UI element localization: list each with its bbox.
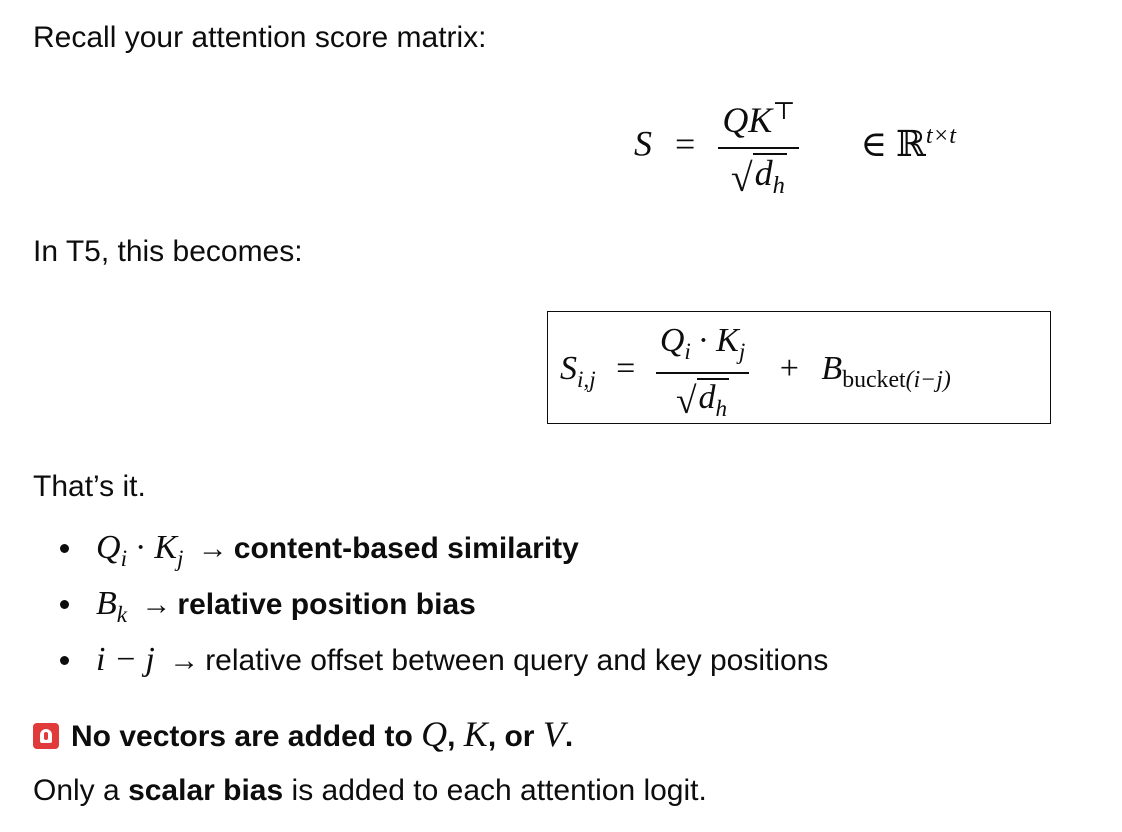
eq2-b: B [821,350,843,388]
eq1-in: ∈ [860,123,887,164]
bullet-math-a: Q [96,529,121,566]
t5-score-equation: Si,j = Qi·Kj √dh + Bbucket(i−j) [560,322,951,421]
eq2-lhs-sub: i,j [577,367,596,394]
eq2-lhs-text: S [560,350,577,388]
eq2-numerator: Qi·Kj [656,322,749,372]
eq1-den-radicand: dh [752,153,787,200]
bullet-math-a: B [96,585,117,622]
alert-comma-2: , or [487,720,535,753]
bullet-icon [60,600,69,609]
arrow-icon: → [141,588,172,621]
eq2-lhs: Si,j [560,350,596,393]
eq2-denominator: √dh [675,374,730,423]
eq1-space: ℝt×t [896,121,957,164]
eq1-fraction-bar [718,147,800,149]
eq2-dot: · [697,322,710,359]
arrow-icon: → [169,644,200,677]
eq2-q: Q [659,322,685,359]
eq2-fraction-bar [655,371,750,374]
eq2-b-sub-text: bucket [842,367,906,394]
list-item: Qi ·Kj →content-based similarity [60,530,828,586]
eq2-fraction: Qi·Kj √dh [655,322,750,423]
list-item: Bk →relative position bias [60,586,828,642]
eq2-q-sub: i [684,338,691,365]
alert-text: No vectors are added to [71,720,413,753]
bullet-icon [60,656,69,665]
t5-intro-text: In T5, this becomes: [33,235,303,268]
t5-equation-box [547,311,1051,424]
sqrt-icon: √ [730,156,753,201]
eq2-b-sub-math: (i−j) [905,367,951,394]
alert-comma-1: , [447,720,456,753]
eq2-plus: + [779,350,799,388]
alert-v: V [542,714,565,754]
bullet-math-a-sub: k [116,601,128,628]
alert-k: K [463,714,488,754]
eq1-den-sub: h [772,172,785,200]
eq1-space-sup: t×t [925,121,957,149]
eq1-denominator: √dh [731,149,787,199]
eq2-equals: = [616,350,636,388]
eq2-den-sub: h [715,395,728,422]
closing-pre: Only a [33,774,120,807]
eq2-bias: Bbucket(i−j) [821,350,950,393]
eq2-den-radicand: dh [696,377,730,422]
bullet-list: Qi·Kj →content-based similarity Bk →rela… [60,530,828,698]
bullet-text: relative position bias [177,588,476,621]
thats-it-text: That’s it. [33,470,146,503]
eq1-den-text: d [754,153,773,193]
attention-score-equation: S = QK⊤ √dh ∈ ℝt×t [634,96,956,199]
bullet-math: Bk [96,585,127,628]
sqrt-icon: √ [675,381,697,423]
bullet-math: Qi ·Kj [96,529,183,572]
bullet-text: content-based similarity [233,532,579,565]
eq2-k-sub: j [738,338,746,365]
closing-bold: scalar bias [128,774,284,807]
eq2-den-text: d [698,378,716,416]
bullet-math-a-sub: i [120,545,127,572]
alert-q: Q [421,714,448,754]
eq1-num-sup: ⊤ [772,98,796,125]
closing-post: is added to each attention logit. [291,774,707,807]
rotating-light-icon [33,723,59,749]
arrow-icon: → [197,532,228,565]
bullet-math: i − j [96,641,155,678]
eq1-equals: = [675,123,696,164]
eq1-space-symbol: ℝ [896,123,926,164]
bullet-math-b: K [154,529,177,566]
eq1-lhs: S [634,123,652,164]
bullet-icon [60,544,69,553]
bullet-dot: · [134,529,147,566]
bullet-math-b-sub: j [177,545,184,572]
eq1-numerator: QK⊤ [718,96,799,147]
bullet-text: relative offset between query and key po… [205,644,829,677]
closing-line: Only a scalar bias is added to each atte… [33,773,707,809]
alert-line: No vectors are added to Q, K, or V. [33,716,573,755]
intro-text: Recall your attention score matrix: [33,21,487,54]
eq1-fraction: QK⊤ √dh [718,96,800,199]
alert-period: . [564,720,574,753]
list-item: i − j →relative offset between query and… [60,642,828,698]
eq2-k: K [716,322,739,359]
eq1-num-text: QK [722,100,773,140]
